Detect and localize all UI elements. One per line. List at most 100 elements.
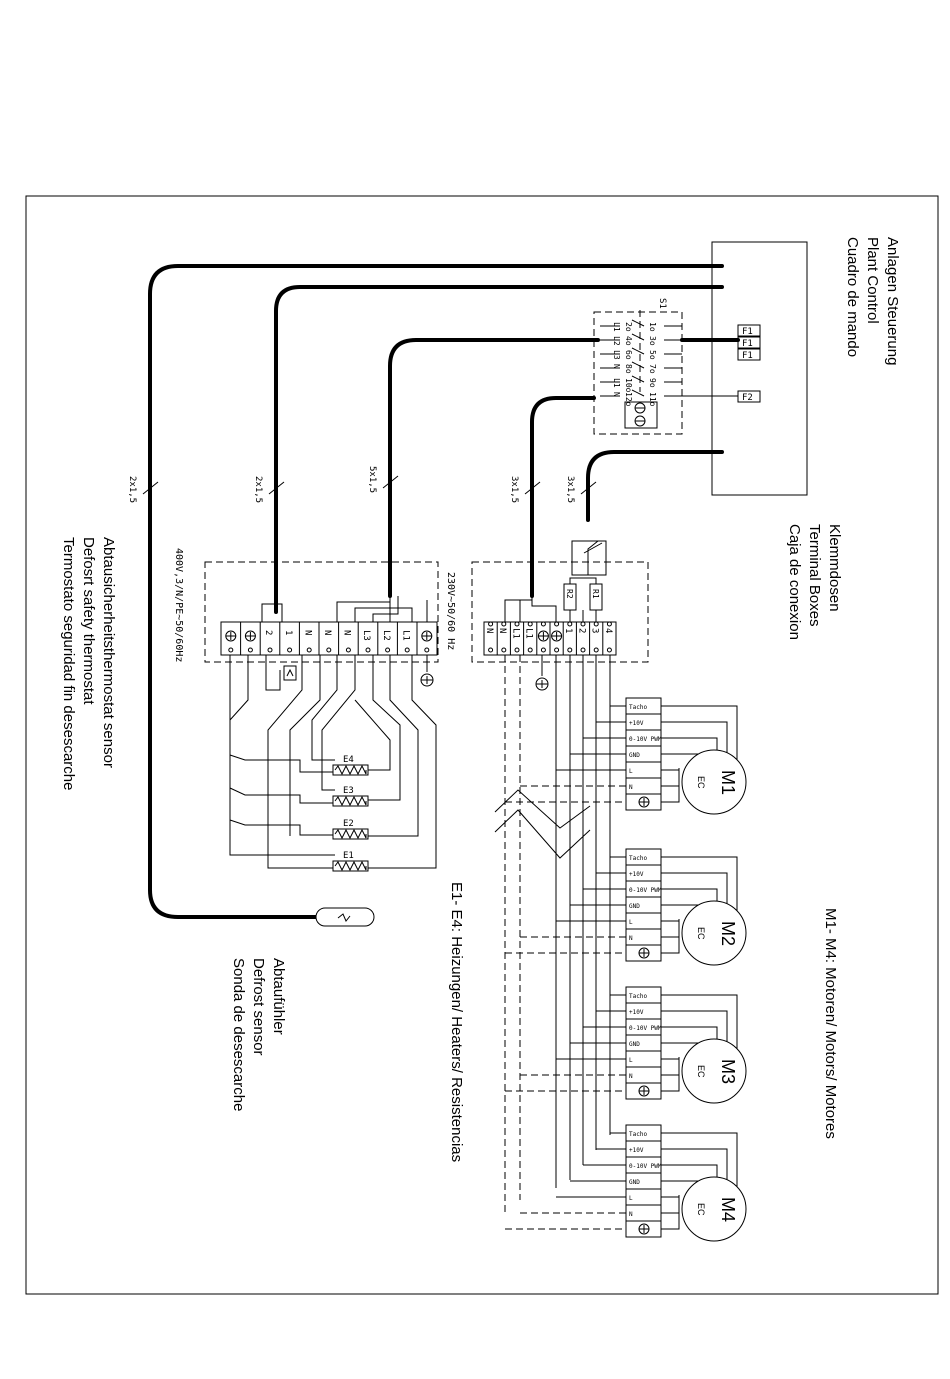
switch-terminal-bottom: 4o <box>624 336 633 346</box>
motor-terminal-label: GND <box>629 1179 640 1186</box>
earth-symbol-icon <box>634 415 646 427</box>
motor-terminal-label: N <box>629 935 633 942</box>
motor-symbol <box>681 749 747 815</box>
cable-motor-signal <box>586 450 724 522</box>
terminal-boxes-label-es: Caja de conexion <box>786 524 803 640</box>
heaters-caption: E1- E4: Heizungen/ Heaters/ Resistencias <box>448 882 465 1162</box>
switch-terminal-top: 11o <box>648 392 657 407</box>
terminal-label: N <box>342 630 352 635</box>
earth-symbol-icon <box>537 630 549 642</box>
motor-terminal-label: L <box>629 768 633 775</box>
terminal-label: N <box>302 630 312 635</box>
defrost-sensor-label: Abtaufühler Defrost sensor Sonda de dese… <box>230 958 287 1111</box>
plant-control-label-en: Plant Control <box>864 237 881 324</box>
terminal-label: 4 <box>603 628 613 633</box>
heater-wiring <box>229 655 437 869</box>
safety-sensor-en: Defosrt safety thermostat <box>80 537 97 705</box>
terminal-label: 1 <box>283 630 293 635</box>
motor-terminal-label: L <box>629 1057 633 1064</box>
cable-marks: 2x1,5 2x1,5 5x1,5 3x1,5 3x1,5 <box>127 466 597 503</box>
motor-type: EC <box>696 1065 706 1078</box>
svg-text:F2: F2 <box>742 393 753 403</box>
heater-coil-icon: E4 <box>332 755 369 776</box>
terminal-label: N <box>322 630 332 635</box>
switch-terminal-top: 9o <box>648 378 657 388</box>
motor-terminal-label: L <box>629 1195 633 1202</box>
switch-terminal-bottom: 10o <box>624 378 633 393</box>
motor-name: M1 <box>718 770 738 795</box>
cable-label: 2x1,5 <box>127 476 137 503</box>
motor-terminal-label: +10V <box>629 720 644 727</box>
motor-terminal-label: 0-10V PWM <box>629 887 662 894</box>
switch-terminal-bottom: 6o <box>624 350 633 360</box>
motor-symbol <box>681 900 747 966</box>
earth-symbol-icon <box>638 796 650 808</box>
cable-motors-supply <box>530 396 596 598</box>
terminal-label: 3 <box>590 628 600 633</box>
motor-terminal-label: 0-10V PWM <box>629 1025 662 1032</box>
motor-terminal-label: +10V <box>629 871 644 878</box>
earth-symbol-icon <box>535 677 549 691</box>
defrost-sensor-es: Sonda de desescarche <box>230 958 247 1111</box>
motor-name: M2 <box>718 921 738 946</box>
terminal-label: 2 <box>263 630 273 635</box>
terminal-label: L2 <box>381 630 391 641</box>
cable-heaters-supply <box>388 338 600 598</box>
thermostat-symbol-icon <box>265 655 297 691</box>
sensor-probe-icon <box>315 907 375 927</box>
heater-coil-icon: E1 <box>332 851 369 872</box>
heater-coil-icon: E2 <box>332 819 369 840</box>
earth-symbol-icon <box>244 630 256 642</box>
motor-type: EC <box>696 1203 706 1216</box>
motor-terminal-label: Tacho <box>629 704 647 711</box>
svg-text:F1: F1 <box>742 327 753 337</box>
cable-label: 2x1,5 <box>253 476 263 503</box>
switch-terminal-bottom: 12o <box>624 392 633 407</box>
switch-terminal-top: 3o <box>648 336 657 346</box>
heater-label: E4 <box>343 755 354 765</box>
terminal-label: L1 <box>524 628 534 639</box>
switch-label: S1 <box>657 298 667 309</box>
defrost-sensor-en: Defrost sensor <box>250 958 267 1056</box>
terminal-boxes-label: Klemmdosen Terminal Boxes Caja de conexi… <box>786 524 843 640</box>
switch-terminal-top: 1o <box>648 322 657 332</box>
earth-symbol-icon <box>638 947 650 959</box>
terminal-label: N <box>497 628 507 633</box>
supply-400v-label: 400V,3/N/PE~50/60Hz <box>173 548 184 662</box>
heater-label: E3 <box>343 786 354 796</box>
motors-caption: M1- M4: Motoren/ Motors/ Motores <box>822 908 839 1139</box>
cable-defrost-box <box>274 285 724 614</box>
motor-terminal-label: Tacho <box>629 855 647 862</box>
switch-terminal-bottom: 8o <box>624 364 633 374</box>
earth-symbol-icon <box>225 630 237 642</box>
motor-name: M4 <box>718 1197 738 1222</box>
earth-symbol-icon <box>551 630 563 642</box>
switch-phase-label: L1 <box>612 322 621 332</box>
earth-symbol-icon <box>638 1085 650 1097</box>
motor-terminal-label: L <box>629 919 633 926</box>
resistor-label: R1 <box>591 589 600 599</box>
plant-control-label: Anlagen Steuerung Plant Control Cuadro d… <box>844 237 901 365</box>
heater-coil-icon: E3 <box>332 786 369 807</box>
plant-control-label-es: Cuadro de mando <box>844 237 861 357</box>
cable-safety-thermostat <box>148 264 724 919</box>
switch-phase-label: L3 <box>612 350 621 360</box>
safety-thermostat-sensor-label: Abtausicherheitsthermostat sensor Defosr… <box>60 537 117 790</box>
drawing-frame <box>25 195 939 1295</box>
cable-label: 3x1,5 <box>509 476 519 503</box>
motor-bus <box>494 655 611 1215</box>
motor-terminal-label: GND <box>629 1041 640 1048</box>
motor-type: EC <box>696 776 706 789</box>
heater-label: E2 <box>343 819 354 829</box>
motor-terminal-label: +10V <box>629 1147 644 1154</box>
motor-terminal-label: N <box>629 1073 633 1080</box>
terminal-boxes-label-en: Terminal Boxes <box>806 524 823 627</box>
safety-sensor-es: Termostato seguridad fin desescarche <box>60 537 77 790</box>
motor-type: EC <box>696 927 706 940</box>
terminal-label: N <box>484 628 494 633</box>
